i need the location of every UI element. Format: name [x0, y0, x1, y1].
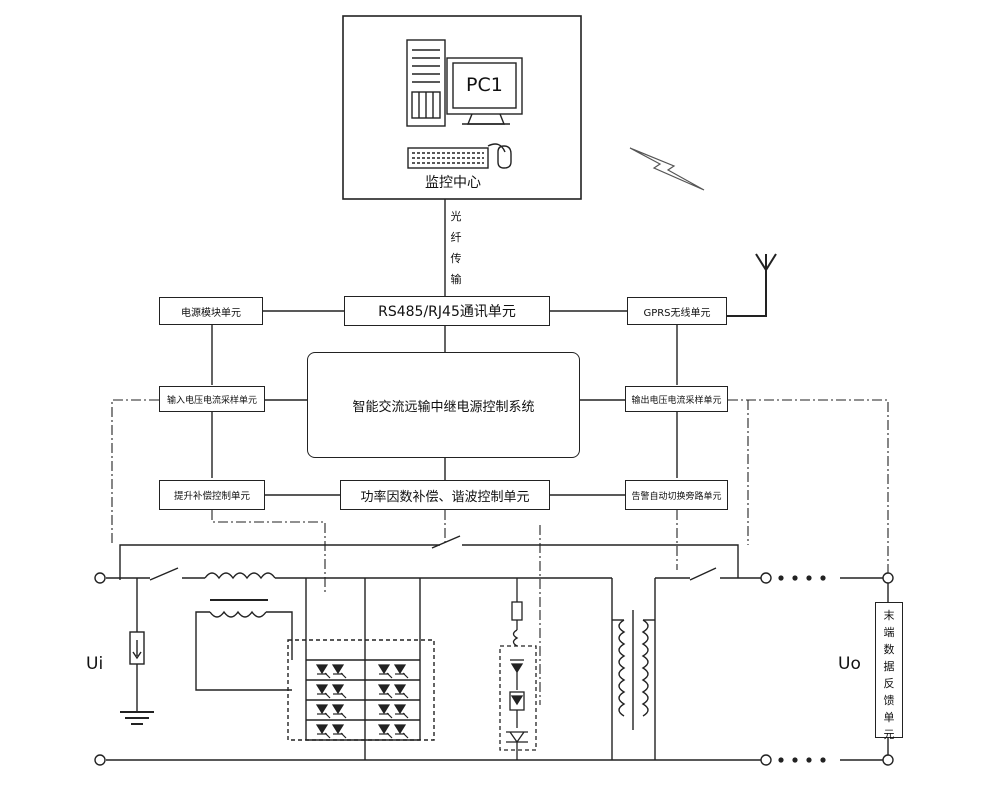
input-terminal-top — [94, 572, 106, 584]
filter-inductor — [512, 629, 519, 647]
thyristor-icon — [315, 664, 329, 675]
thyristor-icon — [315, 684, 329, 695]
thyristor-icon — [377, 724, 391, 735]
pf-harmonic-unit: 功率因数补偿、谐波控制单元 — [340, 480, 550, 510]
thyristor-gate — [386, 672, 393, 679]
feedback-char: 据 — [883, 660, 895, 673]
thyristor-gate — [340, 672, 347, 679]
monitor-center-label: 监控中心 — [425, 175, 481, 191]
transformer-primary — [618, 619, 626, 717]
thyristor-icon — [393, 704, 407, 715]
thyristor-bank-frame — [287, 639, 435, 741]
thyristor-gate — [402, 732, 409, 739]
thyristor-icon — [393, 684, 407, 695]
thyristor-icon — [377, 684, 391, 695]
filter-branch-frame — [499, 645, 537, 751]
feedback-char: 馈 — [883, 694, 895, 707]
thyristor-icon — [331, 704, 345, 715]
input-sampling-unit: 输入电压电流采样单元 — [159, 386, 265, 412]
power-module-unit: 电源模块单元 — [159, 297, 263, 325]
monitor-center-frame — [342, 15, 582, 200]
thyristor-gate — [402, 672, 409, 679]
fuse-icon — [511, 601, 523, 621]
alarm-bypass-unit: 告警自动切换旁路单元 — [625, 480, 728, 510]
transformer-secondary — [641, 619, 649, 717]
input-voltage-label: Ui — [86, 654, 104, 674]
feedback-char: 端 — [883, 626, 895, 639]
thyristor-gate — [402, 692, 409, 699]
thyristor-array — [315, 664, 409, 739]
thyristor-gate — [324, 692, 331, 699]
mouse-icon — [487, 143, 512, 169]
fiber-char: 光 — [450, 210, 462, 223]
end-feedback-unit: 末 端 数 据 反 馈 单 元 — [875, 602, 903, 741]
pc-label: PC1 — [466, 74, 503, 96]
thyristor-icon — [331, 684, 345, 695]
thyristor-gate — [324, 712, 331, 719]
feedback-char: 末 — [883, 609, 895, 622]
output-terminal-top — [760, 572, 772, 584]
pc-tower-icon — [406, 39, 446, 127]
wireless-signal-icon — [629, 147, 705, 191]
comm-unit: RS485/RJ45通讯单元 — [344, 296, 550, 326]
thyristor-icon — [331, 664, 345, 675]
thyristor-icon — [331, 724, 345, 735]
fiber-char: 输 — [450, 273, 462, 286]
continuation-dots — [778, 575, 826, 763]
output-terminal-bottom — [760, 754, 772, 766]
keyboard-icon — [407, 147, 489, 169]
fiber-char: 传 — [450, 252, 462, 265]
thyristor-gate — [340, 692, 347, 699]
control-system-unit: 智能交流远输中继电源控制系统 — [307, 352, 580, 458]
thyristor-icon — [377, 664, 391, 675]
thyristor-gate — [340, 732, 347, 739]
thyristor-gate — [386, 712, 393, 719]
thyristor-gate — [324, 732, 331, 739]
thyristor-icon — [315, 704, 329, 715]
feedback-char: 反 — [883, 677, 895, 690]
thyristor-gate — [324, 672, 331, 679]
filter-diode-pair — [506, 731, 528, 744]
feedback-char: 数 — [883, 643, 895, 656]
boost-control-unit: 提升补偿控制单元 — [159, 480, 265, 510]
output-voltage-label: Uo — [838, 654, 861, 674]
series-inductor — [204, 572, 276, 580]
thyristor-icon — [393, 724, 407, 735]
compensation-winding — [209, 610, 267, 618]
thyristor-gate — [340, 712, 347, 719]
pc-monitor-icon — [446, 57, 523, 125]
feedback-char: 单 — [883, 711, 895, 724]
thyristor-gate — [402, 712, 409, 719]
thyristor-icon — [315, 724, 329, 735]
fiber-transmission-label: 光 纤 传 输 — [449, 206, 463, 290]
thyristor-gate — [386, 692, 393, 699]
antenna-icon — [727, 253, 777, 317]
output-sampling-unit: 输出电压电流采样单元 — [625, 386, 728, 412]
thyristor-icon — [377, 704, 391, 715]
thyristor-gate — [386, 732, 393, 739]
thyristor-icon — [393, 664, 407, 675]
feedback-char: 元 — [883, 728, 895, 741]
input-terminal-bottom — [94, 754, 106, 766]
gprs-unit: GPRS无线单元 — [627, 297, 727, 325]
fiber-char: 纤 — [450, 231, 462, 244]
